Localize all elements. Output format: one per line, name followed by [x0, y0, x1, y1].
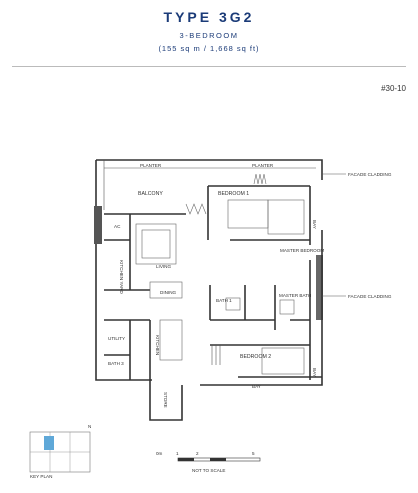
north-icon: N: [88, 424, 91, 429]
window-top: [253, 173, 267, 185]
bath3-label: BATH 3: [108, 361, 124, 366]
bay-right-label: BAY: [312, 368, 317, 377]
dining-label: DINING: [160, 290, 177, 295]
key-plan-label: KEY PLAN: [30, 474, 52, 479]
facade-top-label: FACADE CLADDING: [348, 172, 392, 177]
kitchen-yard-label: KITCHEN YARD: [119, 260, 124, 294]
outer-walls: [94, 159, 323, 421]
scale-note: NOT TO SCALE: [192, 468, 225, 473]
scale-tick-0: 0m: [156, 451, 163, 456]
scale-tick-2: 2: [196, 451, 199, 456]
coffee-table: [141, 229, 171, 259]
unit-area: (155 sq m / 1,668 sq ft): [158, 44, 260, 53]
unit-type-title: TYPE 3G2: [163, 9, 255, 25]
bedroom1-label: BEDROOM 1: [218, 191, 249, 197]
bed-2: [261, 347, 305, 375]
balcony-label: BALCONY: [138, 191, 163, 197]
master-bath-label: MASTER BATH: [279, 293, 311, 298]
master-bedroom-label: MASTER BEDROOM: [280, 248, 324, 253]
dining-table: [149, 281, 183, 299]
scale-tick-5: 5: [252, 451, 255, 456]
key-plan-highlight: [44, 436, 54, 450]
kitchen-label: KITCHEN: [155, 335, 160, 355]
utility-label: UTILITY: [108, 336, 125, 341]
bath1-basin: [225, 297, 241, 311]
kitchen-island: [159, 319, 183, 361]
ac-label: AC: [114, 224, 121, 229]
scale-bar: 0m 1 2 5 NOT TO SCALE: [156, 451, 261, 473]
bay-top-label: BAY: [312, 220, 317, 229]
living-label: LIVING: [156, 264, 171, 269]
facade-mid-label: FACADE CLADDING: [348, 294, 392, 299]
store-label: STORE: [163, 392, 168, 408]
sofa: [135, 223, 177, 265]
interior-walls: [104, 185, 322, 380]
bay-bottom-label: BAY: [252, 384, 261, 389]
bedroom-count: 3-BEDROOM: [179, 31, 239, 40]
bath1-label: BATH 1: [216, 298, 232, 303]
stair-hatch: [211, 345, 221, 365]
planter-left-label: PLANTER: [140, 163, 162, 168]
bed-1: [227, 199, 269, 229]
bedroom2-label: BEDROOM 2: [240, 354, 271, 360]
header-divider: [12, 66, 406, 67]
master-bath-basin: [279, 299, 295, 315]
scale-tick-1: 1: [176, 451, 179, 456]
window-balcony: [185, 203, 207, 215]
unit-number: #30-10: [381, 84, 406, 93]
key-plan: N KEY PLAN: [29, 424, 91, 479]
planter-right-label: PLANTER: [252, 163, 274, 168]
bed-master: [267, 199, 305, 235]
